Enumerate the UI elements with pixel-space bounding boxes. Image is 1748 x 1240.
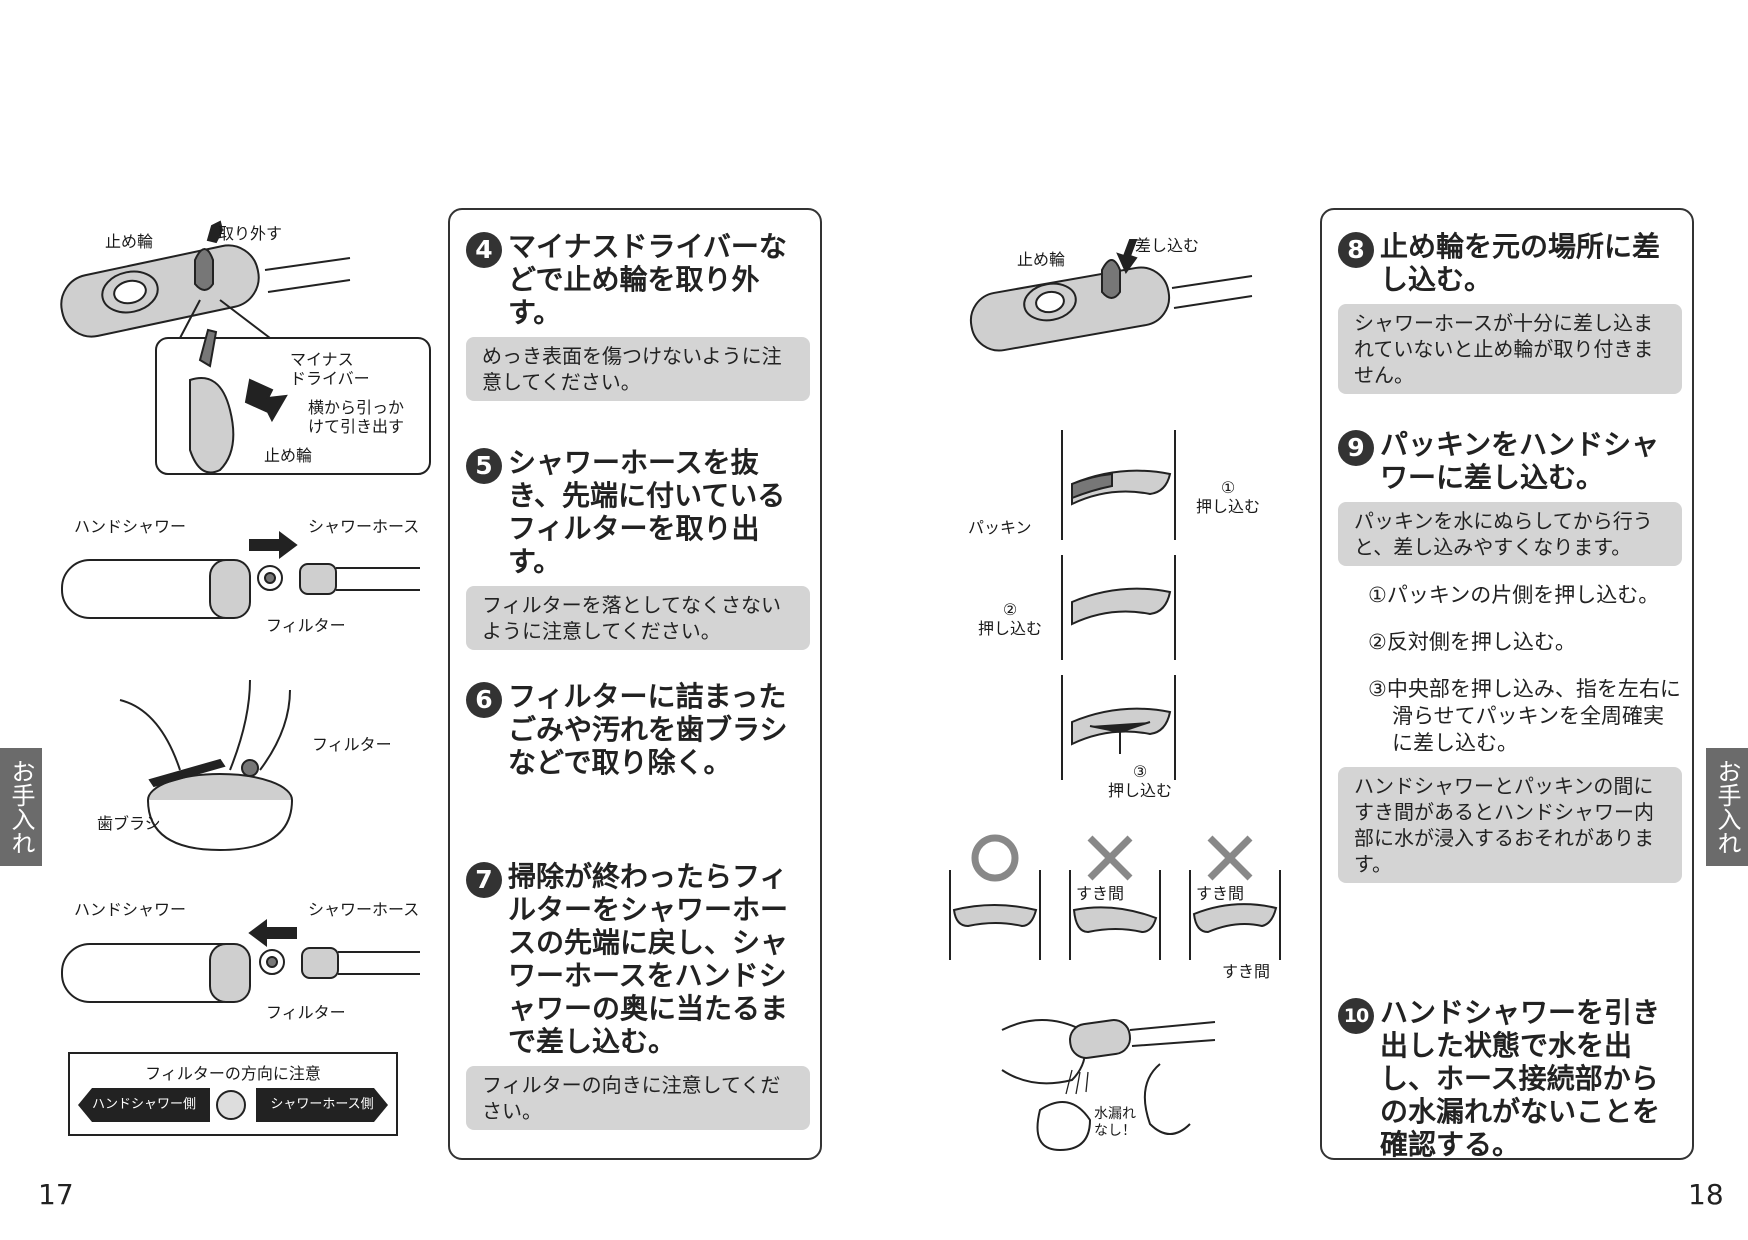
step-9: 9 パッキンをハンドシャワーに差し込む。 パッキンを水にぬらしてから行うと、差し… (1338, 428, 1682, 883)
filter-direction-title: フィルターの方向に注意 (145, 1064, 321, 1083)
label-driver: マイナス ドライバー (290, 350, 370, 389)
faucet-ring-removal-illustration (60, 220, 431, 475)
step-number-badge: 8 (1338, 232, 1374, 268)
filter-icon (216, 1090, 246, 1120)
step-note: パッキンを水にぬらしてから行うと、差し込みやすくなります。 (1338, 502, 1682, 566)
label-filter-1: フィルター (266, 616, 346, 635)
hose-filter-removal-illustration (61, 531, 420, 619)
label-gap-2: すき間 (1196, 884, 1245, 903)
label-filter-3: フィルター (266, 1003, 346, 1022)
label-toothbrush: 歯ブラシ (97, 814, 161, 833)
filter-cleaning-illustration (119, 679, 293, 852)
ring-insertion-illustration (969, 239, 1253, 352)
label-gap-1: すき間 (1076, 884, 1125, 903)
warning-note: ハンドシャワーとパッキンの間にすき間があるとハンドシャワー内部に水が浸入するおそ… (1338, 767, 1682, 883)
label-insert: 差し込む (1135, 236, 1200, 255)
label-filter-2: フィルター (312, 735, 392, 754)
step-note: フィルターの向きに注意してください。 (466, 1066, 810, 1130)
direction-left-arrow: ハンドシャワー側 (78, 1088, 210, 1122)
step-number-badge: 10 (1338, 998, 1374, 1034)
step-note: めっき表面を傷つけないように注意してください。 (466, 337, 810, 401)
hose-filter-reinsert-illustration (61, 919, 420, 1003)
step-title: フィルターに詰まったごみや汚れを歯ブラシなどで取り除く。 (508, 680, 788, 779)
label-push-2: ② 押し込む (978, 600, 1043, 639)
step-4: 4 マイナスドライバーなどで止め輪を取り外す。 めっき表面を傷つけないように注意… (466, 230, 810, 401)
left-instruction-panel: 4 マイナスドライバーなどで止め輪を取り外す。 めっき表面を傷つけないように注意… (448, 208, 822, 1160)
step-number-badge: 5 (466, 448, 502, 484)
label-ring-detail: 止め輪 (264, 446, 313, 465)
step-note: フィルターを落としてなくさないように注意してください。 (466, 586, 810, 650)
label-hand-shower-1: ハンドシャワー (74, 517, 187, 536)
step-10: 10 ハンドシャワーを引き出した状態で水を出し、ホース接続部からの水漏れがないこ… (1338, 996, 1682, 1161)
step-note: シャワーホースが十分に差し込まれていないと止め輪が取り付きません。 (1338, 304, 1682, 394)
packing-fit-comparison-illustration (949, 834, 1281, 960)
step-5: 5 シャワーホースを抜き、先端に付いているフィルターを取り出す。 フィルターを落… (466, 446, 810, 650)
page-number-right: 18 (1688, 1178, 1724, 1211)
step-title: シャワーホースを抜き、先端に付いているフィルターを取り出す。 (508, 446, 786, 578)
step-number-badge: 4 (466, 232, 502, 268)
direction-right-arrow: シャワーホース側 (256, 1088, 388, 1122)
label-packing: パッキン (968, 518, 1032, 537)
step-title: 止め輪を元の場所に差し込む。 (1380, 230, 1661, 296)
step-title: パッキンをハンドシャワーに差し込む。 (1380, 428, 1660, 494)
label-ring-r: 止め輪 (1017, 250, 1066, 269)
side-tab-left: お手入れ (0, 748, 42, 866)
page-number-left: 17 (38, 1178, 74, 1211)
label-shower-hose-2: シャワーホース (308, 900, 420, 919)
step-8: 8 止め輪を元の場所に差し込む。 シャワーホースが十分に差し込まれていないと止め… (1338, 230, 1682, 394)
label-no-leak: 水漏れ なし！ (1094, 1106, 1136, 1139)
step-number-badge: 6 (466, 682, 502, 718)
label-push-1: ① 押し込む (1196, 478, 1261, 517)
substep-1: ①パッキンの片側を押し込む。 (1368, 583, 1660, 607)
step-number-badge: 9 (1338, 430, 1374, 466)
leak-check-illustration (1001, 1019, 1216, 1152)
filter-direction-box: フィルターの方向に注意 ハンドシャワー側 シャワーホース側 (68, 1052, 398, 1136)
label-shower-hose-1: シャワーホース (308, 517, 420, 536)
label-hand-shower-2: ハンドシャワー (74, 900, 187, 919)
substep-3: ③中央部を押し込み、指を左右に滑らせてパッキンを全周確実に差し込む。 (1368, 677, 1681, 755)
step-title: ハンドシャワーを引き出した状態で水を出し、ホース接続部からの水漏れがないことを確… (1380, 996, 1661, 1161)
step-number-badge: 7 (466, 862, 502, 898)
step-7: 7 掃除が終わったらフィルターをシャワーホースの先端に戻し、シャワーホースをハン… (466, 860, 810, 1130)
label-gap-3: すき間 (1222, 962, 1271, 981)
right-instruction-panel: 8 止め輪を元の場所に差し込む。 シャワーホースが十分に差し込まれていないと止め… (1320, 208, 1694, 1161)
label-ring-top: 止め輪 (105, 232, 154, 251)
label-remove: 取り外す (218, 224, 283, 243)
label-push-3: ③ 押し込む (1108, 762, 1173, 801)
substep-2: ②反対側を押し込む。 (1368, 630, 1576, 654)
label-pull: 横から引っか けて引き出す (308, 398, 405, 437)
step-title: 掃除が終わったらフィルターをシャワーホースの先端に戻し、シャワーホースをハンドシ… (508, 860, 789, 1058)
step-6: 6 フィルターに詰まったごみや汚れを歯ブラシなどで取り除く。 (466, 680, 810, 779)
step-title: マイナスドライバーなどで止め輪を取り外す。 (508, 230, 787, 329)
side-tab-right: お手入れ (1706, 748, 1748, 866)
packing-insertion-steps-illustration (1061, 430, 1176, 780)
